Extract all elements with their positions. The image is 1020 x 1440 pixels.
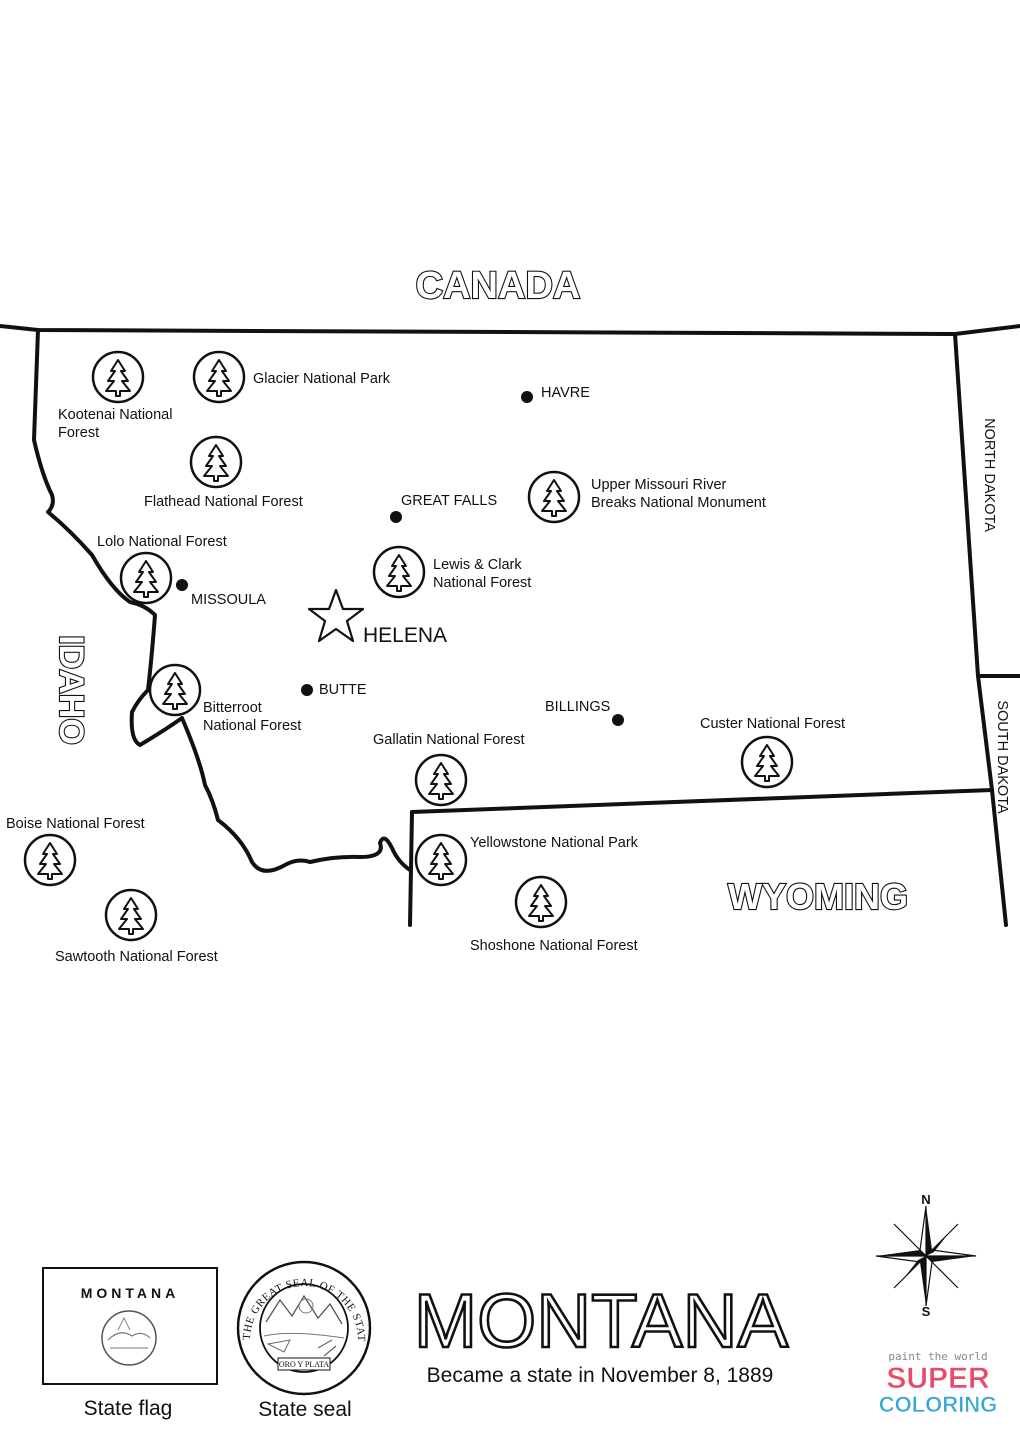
gallatin-tree-icon — [414, 753, 468, 807]
flag-seal-icon — [101, 1310, 157, 1366]
capital-star-icon — [307, 588, 365, 643]
sawtooth-tree-icon — [104, 888, 158, 942]
compass-south-label: S — [922, 1304, 931, 1319]
missoula-dot — [176, 579, 188, 591]
capital-label: HELENA — [363, 624, 447, 647]
upper-missouri-tree-icon — [527, 470, 581, 524]
state-name-title: MONTANA — [414, 1279, 789, 1364]
butte-dot — [301, 684, 313, 696]
kootenai-tree-icon — [91, 350, 145, 404]
lolo-label: Lolo National Forest — [97, 534, 227, 550]
glacier-label: Glacier National Park — [253, 371, 391, 387]
sawtooth-label: Sawtooth National Forest — [55, 949, 218, 965]
great-falls-dot — [390, 511, 402, 523]
super-coloring-logo: paint the world SUPER COLORING — [878, 1350, 998, 1417]
billings-dot — [612, 714, 624, 726]
wyoming-north-border — [410, 788, 994, 814]
idaho-label: IDAHO — [52, 635, 90, 745]
great-falls-label: GREAT FALLS — [401, 493, 497, 509]
brand-line2: COLORING — [879, 1392, 998, 1417]
brand-line1: SUPER — [886, 1362, 990, 1395]
compass-rose-icon — [875, 1205, 977, 1307]
custer-label: Custer National Forest — [700, 716, 845, 732]
north-dakota-label: NORTH DAKOTA — [981, 418, 997, 532]
idaho-wyoming-border — [408, 810, 414, 927]
glacier-tree-icon — [192, 350, 246, 404]
butte-label: BUTTE — [319, 682, 367, 698]
missoula-label: MISSOULA — [191, 592, 266, 608]
brand-tagline: paint the world — [888, 1350, 987, 1363]
statehood-text: Became a state in November 8, 1889 — [427, 1364, 774, 1387]
south-dakota-label: SOUTH DAKOTA — [994, 700, 1010, 814]
yellowstone-label: Yellowstone National Park — [470, 835, 639, 851]
bitterroot-tree-icon — [148, 663, 202, 717]
havre-label: HAVRE — [541, 385, 590, 401]
montana-west-border — [32, 328, 412, 873]
boise-label: Boise National Forest — [6, 816, 145, 832]
lewis-clark-label: Lewis & Clark National Forest — [433, 557, 531, 591]
shoshone-tree-icon — [514, 875, 568, 929]
bitterroot-label: Bitterroot National Forest — [203, 700, 301, 734]
state-flag: MONTANA — [42, 1267, 218, 1385]
compass-north-label: N — [921, 1192, 930, 1207]
flathead-label: Flathead National Forest — [144, 494, 303, 510]
wyoming-label: WYOMING — [728, 876, 908, 917]
flathead-tree-icon — [189, 435, 243, 489]
lolo-tree-icon — [119, 551, 173, 605]
seal-motto: ORO Y PLATA — [279, 1360, 330, 1369]
montana-east-border — [953, 332, 1008, 927]
gallatin-label: Gallatin National Forest — [373, 732, 525, 748]
canada-border — [0, 324, 1020, 336]
billings-label: BILLINGS — [545, 699, 610, 715]
kootenai-label: Kootenai National Forest — [58, 407, 177, 441]
shoshone-label: Shoshone National Forest — [470, 938, 638, 954]
lewis-clark-tree-icon — [372, 545, 426, 599]
boise-tree-icon — [23, 833, 77, 887]
upper-missouri-label: Upper Missouri River Breaks National Mon… — [591, 477, 766, 511]
custer-tree-icon — [740, 735, 794, 789]
canada-label: CANADA — [416, 265, 581, 307]
flag-text: MONTANA — [81, 1285, 180, 1301]
flag-caption: State flag — [84, 1397, 173, 1420]
havre-dot — [521, 391, 533, 403]
yellowstone-tree-icon — [414, 833, 468, 887]
seal-caption: State seal — [258, 1398, 351, 1421]
